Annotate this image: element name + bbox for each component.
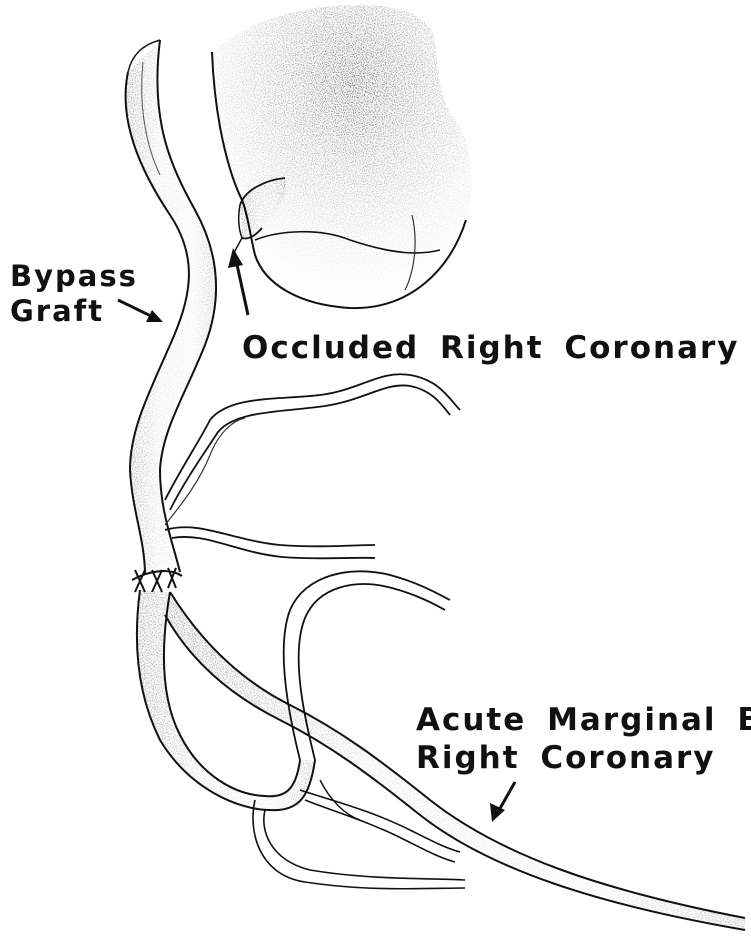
acute-marginal-label-line1: Acute Marginal Br. [416, 705, 751, 736]
upper-branch-vessels [165, 374, 460, 558]
acute-marginal-arrow [490, 782, 515, 822]
occluded-right-coronary-label: Occluded Right Coronary [242, 333, 739, 364]
occluded-coronary-arrow [228, 248, 248, 315]
bypass-graft-vessel [126, 40, 217, 575]
bypass-graft-label-line2: Graft [10, 297, 104, 326]
acute-marginal-label-line2: Right Coronary [416, 743, 716, 774]
bypass-graft-label-line1: Bypass [10, 262, 138, 291]
bypass-graft-arrow [118, 300, 163, 322]
heart-atrium-shape [212, 5, 472, 308]
anastomosis-sutures [132, 568, 182, 592]
